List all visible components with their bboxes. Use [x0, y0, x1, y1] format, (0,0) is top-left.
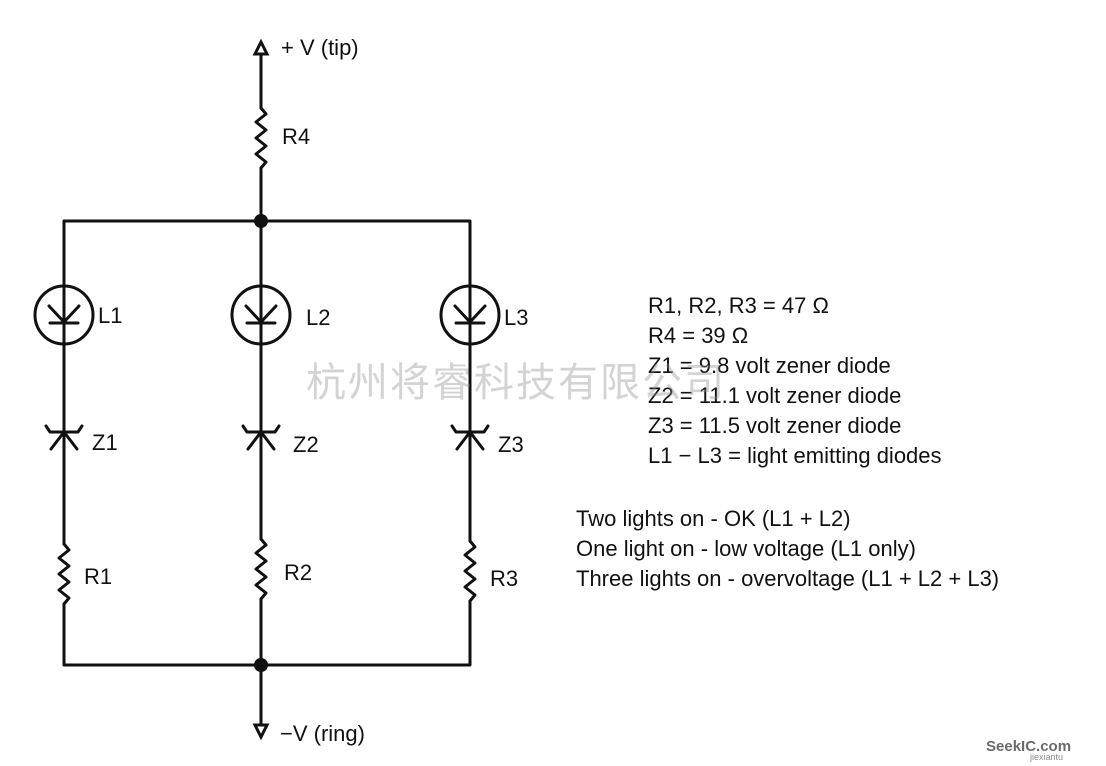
watermark-text: 杭州将睿科技有限公司 [306, 360, 726, 406]
label-z1: Z1 [92, 430, 118, 455]
status-line-low: One light on - low voltage (L1 only) [576, 536, 916, 561]
value-line-r4: R4 = 39 Ω [648, 323, 749, 348]
zener-z2 [241, 424, 281, 454]
value-line-leds: L1 − L3 = light emitting diodes [648, 443, 942, 468]
label-l2: L2 [306, 305, 330, 330]
zener-z1 [44, 424, 84, 454]
bottom-rail [62, 599, 472, 667]
resistor-r4 [254, 106, 268, 170]
negative-terminal-arrow [252, 723, 270, 741]
status-line-over: Three lights on - overvoltage (L1 + L2 +… [576, 566, 1000, 591]
component-values-list: R1, R2, R3 = 47 Ω R4 = 39 Ω Z1 = 9.8 vol… [648, 291, 942, 471]
led-l3 [439, 284, 501, 346]
value-line-z2: Z2 = 11.1 volt zener diode [648, 383, 902, 408]
label-l3: L3 [504, 305, 528, 330]
status-indicator-list: Two lights on - OK (L1 + L2) One light o… [576, 504, 999, 594]
label-negative-terminal: −V (ring) [280, 721, 365, 746]
label-r1: R1 [84, 564, 112, 589]
led-l2 [230, 284, 292, 346]
value-line-resistors: R1, R2, R3 = 47 Ω [648, 293, 829, 318]
site-logo: SeekIC.com [986, 738, 1072, 755]
label-positive-terminal: + V (tip) [281, 35, 359, 60]
led-l1 [33, 284, 95, 346]
value-line-z1: Z1 = 9.8 volt zener diode [648, 353, 891, 378]
site-logo-subtext: jiexiantu [1030, 752, 1064, 762]
resistor-r2 [254, 537, 268, 601]
junction-top [254, 214, 268, 228]
label-l1: L1 [98, 303, 122, 328]
value-line-z3: Z3 = 11.5 volt zener diode [648, 413, 902, 438]
top-rail [62, 219, 472, 288]
zener-z3 [450, 424, 490, 454]
label-z3: Z3 [498, 432, 524, 457]
positive-terminal-arrow [252, 38, 270, 56]
label-r4: R4 [282, 124, 310, 149]
label-r3: R3 [490, 566, 518, 591]
status-line-ok: Two lights on - OK (L1 + L2) [576, 506, 851, 531]
label-z2: Z2 [293, 432, 319, 457]
label-r2: R2 [284, 560, 312, 585]
resistor-r1 [57, 542, 71, 606]
resistor-r3 [463, 539, 477, 603]
